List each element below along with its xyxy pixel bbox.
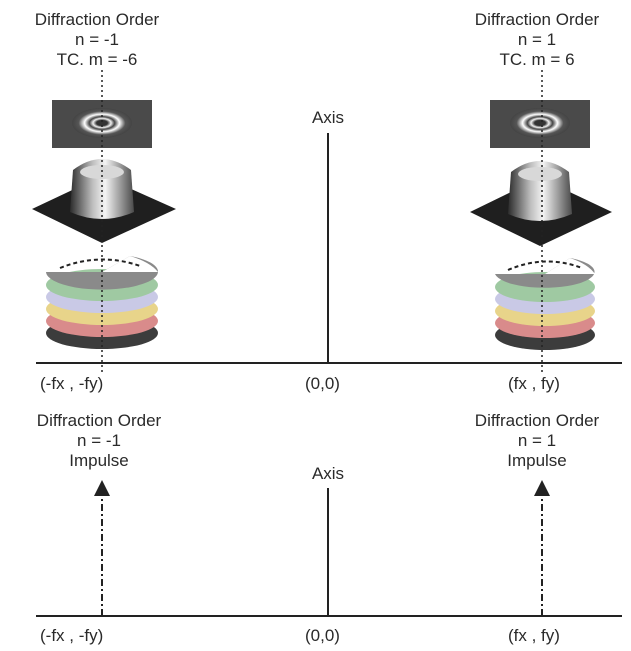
top-left-coord: (-fx , -fy) xyxy=(40,374,104,393)
top-axis-label: Axis xyxy=(311,108,345,127)
right-intensity-ring-icon xyxy=(490,100,590,148)
top-right-order: n = 1 xyxy=(517,30,557,49)
bottom-right-coord: (fx , fy) xyxy=(508,626,560,645)
top-right-charge: TC. m = 6 xyxy=(499,50,575,69)
bottom-right-kind: Impulse xyxy=(507,451,567,470)
bottom-left-order: n = -1 xyxy=(77,431,121,450)
bottom-axis-label: Axis xyxy=(311,464,345,483)
top-left-order: n = -1 xyxy=(75,30,119,49)
top-left-title: Diffraction Order xyxy=(34,10,160,29)
bottom-right-order: n = 1 xyxy=(517,431,557,450)
left-donut-beam-icon xyxy=(32,159,176,243)
bottom-left-coord: (-fx , -fy) xyxy=(40,626,104,645)
bottom-center-coord: (0,0) xyxy=(305,626,340,645)
top-left-charge: TC. m = -6 xyxy=(56,50,138,69)
bottom-left-kind: Impulse xyxy=(69,451,129,470)
right-spiral-phase-stack-icon xyxy=(495,258,595,350)
top-center-coord: (0,0) xyxy=(305,374,340,393)
bottom-right-title: Diffraction Order xyxy=(474,411,600,430)
top-right-title: Diffraction Order xyxy=(474,10,600,29)
right-donut-beam-icon xyxy=(470,161,612,246)
bottom-left-title: Diffraction Order xyxy=(36,411,162,430)
top-right-coord: (fx , fy) xyxy=(508,374,560,393)
